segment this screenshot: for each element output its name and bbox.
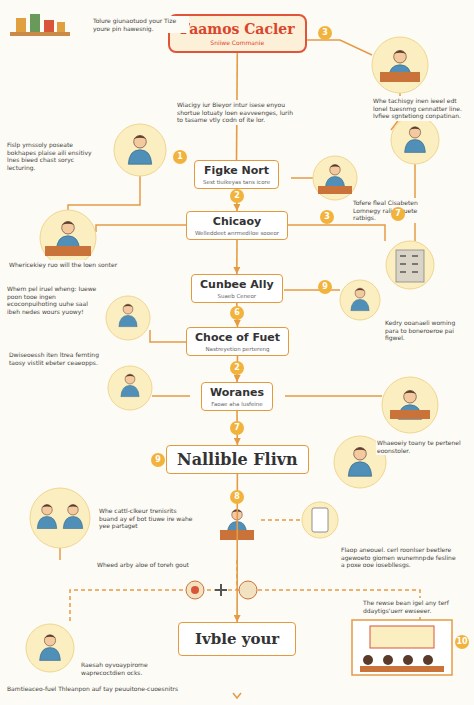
box-subtitle: Welleddeet anrmediloe sooeor <box>195 230 279 236</box>
note-text: Whericekiey ruo will the loen sonter <box>8 260 130 270</box>
box-subtitle: Nastreyetion pertereng <box>195 346 280 352</box>
shelf-icon <box>10 14 70 36</box>
box-subtitle: Sniiwe Commanie <box>180 39 295 46</box>
box-subtitle: Sest tiuikeyas tans icore <box>203 179 270 185</box>
callout-number: 3 <box>318 26 332 40</box>
process-box: Ivble your <box>178 622 296 656</box>
process-box: WoranesFaoae aha lusfeine <box>201 382 273 411</box>
callout-number: 2 <box>230 361 244 375</box>
note-text: Tofere fleal Cisabeten Lomnegy rali betu… <box>352 198 420 223</box>
box-title: Nallible Flivn <box>177 450 298 469</box>
callout-number: 2 <box>230 189 244 203</box>
box-title: Faamos Cacler <box>180 21 295 37</box>
end-mark <box>233 693 241 698</box>
box-title: Cunbee Ally <box>200 278 274 291</box>
box-title: Ivble your <box>195 630 279 648</box>
callout-number: 7 <box>391 207 405 221</box>
note-text: Whem pel iruel wheng: Iuewe poon tooe in… <box>6 284 100 316</box>
process-box: Nallible Flivn <box>166 445 309 474</box>
process-box: Cunbee AllySuaeb Ceneor <box>191 274 283 303</box>
box-title: Choce of Fuet <box>195 331 280 344</box>
note-text: Whe cattl-clkeur trenisrits buand ay ef … <box>98 506 196 531</box>
process-box: ChicaoyWelleddeet anrmediloe sooeor <box>186 211 288 240</box>
food-icons <box>186 581 257 599</box>
decor-lines <box>60 40 420 624</box>
note-text: Wheed arby aloe of toreh gout <box>96 560 198 570</box>
note-text: Fislp yrnssoly poseate bokhapes plaise a… <box>6 140 104 172</box>
callout-number: 1 <box>173 150 187 164</box>
callout-number: 7 <box>230 421 244 435</box>
callout-number: 9 <box>151 453 165 467</box>
note-text: Dwiseoessh iten ltrea fernting taosy vis… <box>8 350 106 367</box>
process-box: Figke NortSest tiuikeyas tans icore <box>194 160 279 189</box>
note-text: Raesah oyvoaypirome waprecoctdien ocks. <box>80 660 192 677</box>
box-title: Woranes <box>210 386 264 399</box>
callout-number: 10 <box>455 635 469 649</box>
process-box: Choce of FuetNastreyetion pertereng <box>186 327 289 356</box>
note-text: Tolure giunaotuod your Tize youre pin ha… <box>92 16 189 33</box>
callout-number: 6 <box>230 306 244 320</box>
note-text: The rewse bean igel any terf ddaytigs'ue… <box>362 598 468 615</box>
box-subtitle: Faoae aha lusfeine <box>210 401 264 407</box>
callout-number: 8 <box>230 490 244 504</box>
note-text: Kedry ooanaeli woming para to boneroeroe… <box>384 318 470 343</box>
audience-screen <box>352 620 452 675</box>
box-subtitle: Suaeb Ceneor <box>200 293 274 299</box>
note-text: Whaeoeiy toany te pertenel eoonstoler. <box>376 438 468 455</box>
note-text: Whe tachisgy inen ieeel edt lonel tuesnr… <box>372 96 470 121</box>
box-title: Figke Nort <box>203 164 270 177</box>
note-text: Wiacigy iur Bieyor intur isese enyou sho… <box>176 100 300 125</box>
box-title: Chicaoy <box>195 215 279 228</box>
note-text: Bamtieaceo-fuel Thleanpon auf tay peuuit… <box>6 684 228 694</box>
callout-number: 9 <box>318 280 332 294</box>
callout-number: 3 <box>320 210 334 224</box>
note-text: Flaop aneouel. cerl roonlser beetlere ag… <box>340 545 462 570</box>
flow-arrow <box>236 240 238 274</box>
